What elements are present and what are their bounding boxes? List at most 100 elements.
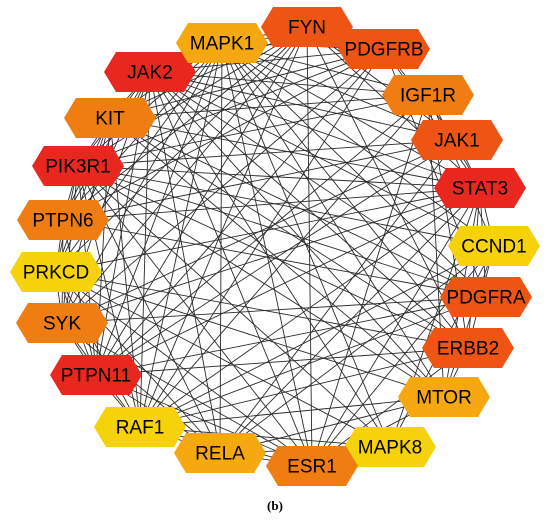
node-shape xyxy=(422,328,514,368)
edge-ccnd1-mtor xyxy=(443,245,495,398)
edge-mtor-mapk1 xyxy=(221,42,445,398)
node-raf1: RAF1 xyxy=(94,407,186,447)
edge-erbb2-ptpn11 xyxy=(95,347,469,376)
node-shape xyxy=(448,226,540,266)
node-shape xyxy=(50,355,142,395)
node-label: JAK2 xyxy=(127,63,172,84)
node-label: PIK3R1 xyxy=(45,157,110,178)
node-erbb2: ERBB2 xyxy=(422,328,514,368)
edge-mtor-raf1 xyxy=(139,396,445,428)
edge-igf1r-esr1 xyxy=(311,94,429,467)
node-shape xyxy=(261,7,353,47)
edge-ccnd1-raf1 xyxy=(139,245,495,428)
edge-pdgfra-ptpn6 xyxy=(62,219,487,298)
edge-igf1r-ptpn11 xyxy=(95,94,429,376)
node-shape xyxy=(176,23,268,63)
edge-erbb2-prkcd xyxy=(55,271,469,349)
edge-jak1-rela xyxy=(219,139,458,454)
edge-mapk8-jak2 xyxy=(149,71,391,448)
edge-esr1-syk xyxy=(61,322,313,467)
node-shape xyxy=(17,200,109,240)
edge-mapk8-mapk1 xyxy=(221,42,391,448)
node-prkcd: PRKCD xyxy=(10,252,102,292)
edge-fyn-ptpn11 xyxy=(95,26,308,376)
node-esr1: ESR1 xyxy=(266,446,358,486)
node-label: ESR1 xyxy=(287,457,337,478)
edge-ccnd1-mapk1 xyxy=(221,42,495,247)
edge-stat3-jak2 xyxy=(149,71,481,189)
node-pdgfra: PDGFRA xyxy=(440,277,532,317)
edge-mapk8-prkcd xyxy=(55,271,391,448)
node-label: MTOR xyxy=(416,388,472,409)
edge-igf1r-kit xyxy=(109,94,429,119)
ppi-network: FYNPDGFRBIGF1RJAK1STAT3CCND1PDGFRAERBB2M… xyxy=(10,7,540,486)
figure-caption: (b) xyxy=(267,498,283,513)
node-shape xyxy=(32,146,124,186)
edge-stat3-pik3r1 xyxy=(77,165,481,189)
node-label: MAPK8 xyxy=(358,438,422,459)
edge-rela-jak2 xyxy=(149,71,221,454)
node-pdgfrb: PDGFRB xyxy=(338,29,430,69)
edge-mtor-jak2 xyxy=(149,71,445,398)
node-fyn: FYN xyxy=(261,7,353,47)
node-label: SYK xyxy=(43,314,81,335)
node-mapk8: MAPK8 xyxy=(344,427,436,467)
node-shape xyxy=(411,120,503,160)
edge-stat3-ptpn11 xyxy=(95,187,481,376)
edge-mtor-prkcd xyxy=(55,271,445,398)
edge-fyn-ptpn6 xyxy=(62,26,308,221)
edge-erbb2-pik3r1 xyxy=(77,165,469,349)
node-jak1: JAK1 xyxy=(411,120,503,160)
edge-igf1r-pik3r1 xyxy=(77,94,429,167)
edge-ccnd1-rela xyxy=(219,245,495,454)
node-shape xyxy=(398,377,490,417)
edge-pdgfrb-ptpn6 xyxy=(62,48,385,221)
edge-mtor-pik3r1 xyxy=(77,165,445,398)
node-shape xyxy=(10,252,102,292)
node-label: PTPN6 xyxy=(32,211,93,232)
node-mapk1: MAPK1 xyxy=(176,23,268,63)
edge-jak1-mapk1 xyxy=(221,42,458,141)
node-rela: RELA xyxy=(174,433,266,473)
node-label: PDGFRA xyxy=(446,288,526,309)
edge-stat3-erbb2 xyxy=(467,187,481,349)
edge-ccnd1-jak2 xyxy=(149,71,495,247)
node-shape xyxy=(266,446,358,486)
edge-stat3-rela xyxy=(219,187,481,454)
edge-jak1-jak2 xyxy=(149,71,458,141)
node-stat3: STAT3 xyxy=(434,168,526,208)
edge-stat3-esr1 xyxy=(311,187,481,467)
node-ptpn6: PTPN6 xyxy=(17,200,109,240)
node-pik3r1: PIK3R1 xyxy=(32,146,124,186)
edge-pdgfra-pik3r1 xyxy=(77,165,487,298)
edge-pdgfra-kit xyxy=(109,117,487,298)
node-label: IGF1R xyxy=(400,86,456,107)
edge-rela-mapk1 xyxy=(219,42,223,454)
node-shape xyxy=(434,168,526,208)
edge-raf1-mapk1 xyxy=(139,42,223,428)
edge-pdgfra-raf1 xyxy=(139,296,487,428)
node-ccnd1: CCND1 xyxy=(448,226,540,266)
edge-esr1-mapk1 xyxy=(221,42,313,467)
edge-pdgfra-syk xyxy=(61,296,487,324)
node-label: RAF1 xyxy=(116,418,165,439)
edge-erbb2-kit xyxy=(109,117,469,349)
edge-prkcd-kit xyxy=(55,117,111,273)
edge-pdgfra-jak2 xyxy=(149,71,487,298)
node-shape xyxy=(382,75,474,115)
node-label: MAPK1 xyxy=(190,34,254,55)
node-shape xyxy=(16,303,108,343)
node-shape xyxy=(174,433,266,473)
node-shape xyxy=(94,407,186,447)
node-jak2: JAK2 xyxy=(104,52,196,92)
node-label: FYN xyxy=(288,18,326,39)
node-shape xyxy=(440,277,532,317)
edge-pdgfra-mapk1 xyxy=(221,42,487,298)
edge-stat3-syk xyxy=(61,187,481,324)
node-label: STAT3 xyxy=(452,179,508,200)
node-label: ERBB2 xyxy=(437,339,499,360)
edge-raf1-prkcd xyxy=(55,271,141,428)
node-shape xyxy=(344,427,436,467)
node-kit: KIT xyxy=(64,98,156,138)
node-label: CCND1 xyxy=(461,237,526,258)
